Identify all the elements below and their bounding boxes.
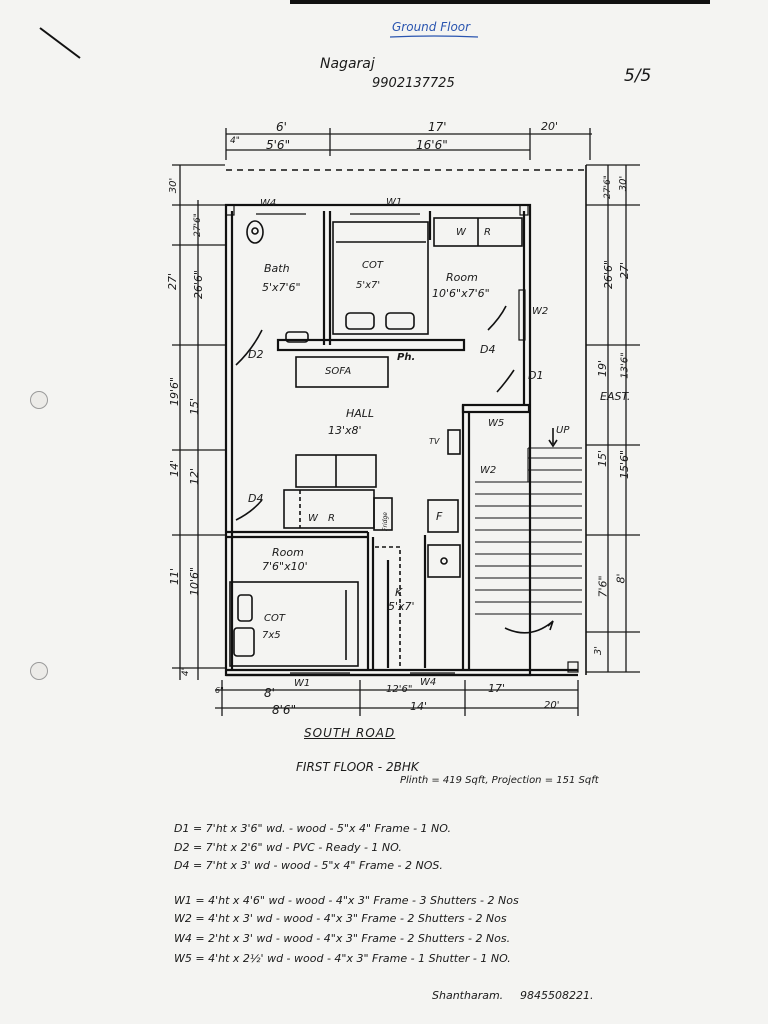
dim-top-b2: 16'6" bbox=[416, 138, 448, 152]
kitchen-name: K bbox=[395, 586, 403, 599]
signature-phone: 9845508221. bbox=[520, 989, 594, 1002]
kitchen-size: 5'x7' bbox=[388, 600, 415, 613]
note-w4: W4 = 2'ht x 3' wd - wood - 4"x 3" Frame … bbox=[174, 932, 511, 945]
wardrobe-top-r: R bbox=[484, 227, 491, 238]
dim-left-3: 26'6" bbox=[192, 269, 206, 300]
room-low-name: Room bbox=[272, 546, 304, 559]
summary-title: FIRST FLOOR - 2BHK bbox=[296, 760, 419, 774]
dim-top-b: 17' bbox=[428, 120, 447, 134]
signature-name: Shantharam. bbox=[432, 989, 504, 1002]
dim-right-9: 8' bbox=[614, 573, 628, 584]
dim-top-a2: 5'6" bbox=[266, 138, 291, 152]
outer-wall bbox=[224, 203, 532, 677]
title-underline bbox=[389, 35, 479, 38]
dim-top-sm: 4" bbox=[230, 136, 240, 146]
window-w4-bottom: W4 bbox=[420, 677, 437, 688]
dim-left-10: 4' bbox=[181, 667, 192, 677]
note-w2: W2 = 4'ht x 3' wd - wood - 4"x 3" Frame … bbox=[174, 912, 507, 925]
dim-left-6: 14' bbox=[168, 459, 182, 478]
room-top-name: Room bbox=[446, 271, 478, 284]
page-number: 5/5 bbox=[624, 66, 652, 86]
window-w2-right: W2 bbox=[532, 306, 549, 317]
window-w1-bottom: W1 bbox=[294, 678, 311, 689]
window-w1-top: W1 bbox=[386, 197, 403, 208]
ph-label: Ph. bbox=[397, 352, 416, 363]
room-low-size: 7'6"x10' bbox=[262, 560, 308, 573]
tv-label: TV bbox=[429, 437, 440, 446]
dim-left-8: 11' bbox=[168, 567, 182, 586]
bath-size: 5'x7'6" bbox=[262, 281, 301, 294]
dim-bottom-7: 6" bbox=[215, 686, 224, 695]
cot-low-name: COT bbox=[264, 613, 285, 624]
dim-right-5: 19' bbox=[596, 359, 610, 378]
punch-hole bbox=[30, 391, 48, 409]
wardrobe-low-w: W bbox=[308, 513, 318, 524]
window-w5: W5 bbox=[488, 418, 505, 429]
dim-right-1: 30' bbox=[618, 175, 630, 192]
dim-right-10: 7'6" bbox=[596, 575, 610, 598]
sofa-shape bbox=[295, 356, 389, 388]
window-w4-top: W4 bbox=[260, 198, 277, 209]
dim-bottom-5: 14' bbox=[410, 700, 428, 713]
door-d1: D1 bbox=[528, 369, 544, 382]
cot-top-size: 5'x7' bbox=[356, 280, 381, 291]
wardrobe-low-r: R bbox=[328, 513, 335, 524]
cot-low-size: 7x5 bbox=[262, 630, 281, 641]
cot-top-name: COT bbox=[362, 260, 383, 271]
dim-right-6: 13'6" bbox=[619, 352, 631, 379]
dim-bottom-4: 8'6" bbox=[272, 703, 297, 717]
room-top-size: 10'6"x7'6" bbox=[432, 287, 490, 300]
note-d4: D4 = 7'ht x 3' wd - wood - 5"x 4" Frame … bbox=[174, 859, 443, 872]
dim-top-c: 20' bbox=[541, 120, 559, 133]
dim-right-8: 15'6" bbox=[618, 449, 632, 480]
dim-right-3: 26'6" bbox=[602, 259, 616, 290]
dim-bottom-3: 17' bbox=[488, 682, 506, 695]
dim-bottom-1: 8' bbox=[264, 686, 275, 700]
dim-left-1: 30' bbox=[168, 177, 180, 194]
note-w1: W1 = 4'ht x 4'6" wd - wood - 4"x 3" Fram… bbox=[174, 894, 519, 907]
road-label: SOUTH ROAD bbox=[304, 726, 396, 740]
cot-low-shape bbox=[229, 581, 359, 667]
dim-left-7: 12' bbox=[188, 467, 202, 486]
dim-right-2: 27'6" bbox=[602, 175, 613, 199]
punch-hole bbox=[30, 662, 48, 680]
note-w5: W5 = 4'ht x 2½' wd - wood - 4"x 3" Frame… bbox=[174, 952, 511, 965]
window-w2-stair: W2 bbox=[480, 465, 497, 476]
dim-bottom-6: 20' bbox=[544, 700, 560, 711]
client-name: Nagaraj bbox=[320, 56, 375, 72]
dim-top-a: 6' bbox=[276, 120, 287, 134]
dim-right-4: 27' bbox=[618, 261, 632, 280]
dim-right-11: 3' bbox=[593, 645, 605, 656]
east-label: EAST. bbox=[600, 390, 631, 403]
up-label: UP bbox=[556, 425, 570, 436]
door-d2: D2 bbox=[248, 348, 264, 361]
dim-left-2: 27' bbox=[166, 272, 180, 291]
door-d4-left: D4 bbox=[248, 492, 264, 505]
note-d2: D2 = 7'ht x 2'6" wd - PVC - Ready - 1 NO… bbox=[174, 841, 402, 854]
summary-area: Plinth = 419 Sqft, Projection = 151 Sqft bbox=[400, 775, 599, 786]
dim-left-5: 15' bbox=[188, 397, 202, 416]
bath-name: Bath bbox=[264, 262, 290, 275]
fridge-small-label: Fridge bbox=[381, 512, 389, 531]
scan-edge bbox=[290, 0, 710, 4]
dim-left-9: 10'6" bbox=[188, 566, 202, 597]
hall-name: HALL bbox=[346, 407, 375, 420]
note-d1: D1 = 7'ht x 3'6" wd. - wood - 5"x 4" Fra… bbox=[174, 822, 451, 835]
sofa-label: SOFA bbox=[325, 366, 352, 377]
wardrobe-top-w: W bbox=[456, 227, 466, 238]
dim-bottom-2: 12'6" bbox=[386, 684, 413, 695]
client-phone: 9902137725 bbox=[372, 76, 455, 91]
sheet-title: Ground Floor bbox=[392, 20, 471, 34]
cot-top-shape bbox=[332, 221, 429, 335]
hall-size: 13'x8' bbox=[328, 424, 362, 437]
fridge-label: F bbox=[436, 510, 443, 523]
door-d4-room: D4 bbox=[480, 343, 496, 356]
dim-left-11: 27'6" bbox=[192, 213, 203, 237]
dim-left-4: 19'6" bbox=[168, 376, 182, 407]
dim-right-7: 15' bbox=[596, 449, 610, 468]
